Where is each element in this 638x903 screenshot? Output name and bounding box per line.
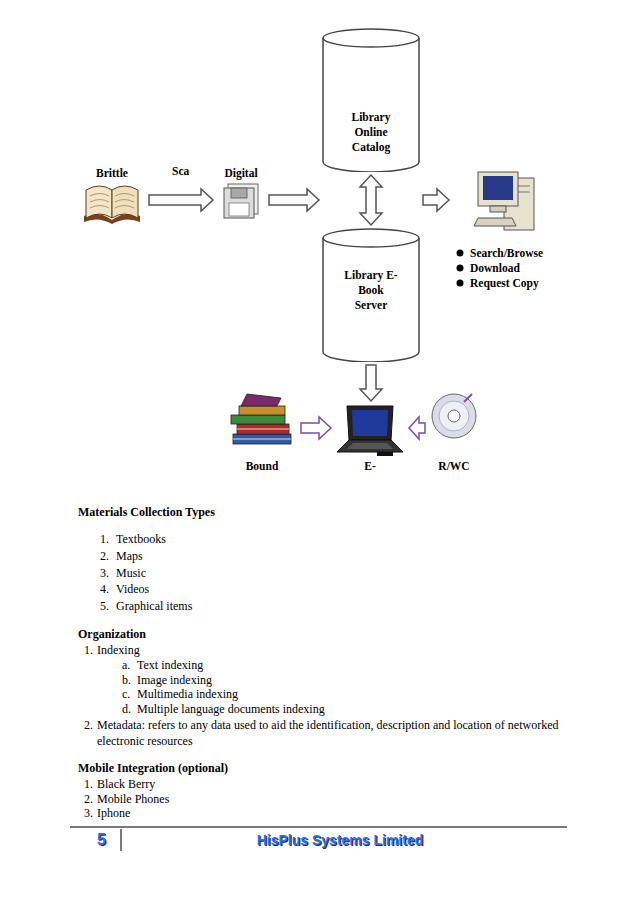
list-item: Multimedia indexing [137, 686, 238, 702]
node-text-group: E- [334, 404, 406, 474]
arrow-label: Sca [170, 164, 191, 178]
computer-icon: Search/BrowseDownloadRequest Copy [452, 170, 564, 296]
list-marker: 2. [100, 548, 109, 564]
list-item: Text indexing [137, 657, 203, 673]
list-item: Mobile Phones [97, 791, 169, 807]
node-label: Digital [216, 166, 266, 181]
bullet-item: Request Copy [470, 276, 564, 291]
node-text-group: Digital [216, 166, 266, 181]
block-arrow [423, 189, 449, 211]
list-item: Indexing [97, 642, 140, 658]
block-arrow [409, 417, 425, 439]
node-label: E- [334, 459, 406, 474]
block-arrow [360, 175, 382, 225]
list-item: Textbooks [116, 531, 166, 547]
footer-divider [120, 829, 122, 851]
footer-rule [70, 826, 567, 828]
database-cylinder: Library Online Catalog [322, 28, 420, 172]
database-cylinder: Library E-Book Server [322, 228, 420, 362]
list-item: Image indexing [137, 672, 212, 688]
list-item: Music [116, 565, 146, 581]
list-marker: 2. [84, 717, 93, 733]
block-arrow [269, 189, 319, 211]
list-marker: 5. [100, 598, 109, 614]
node-text-group: Library E-Book Server [342, 228, 400, 313]
node-label: R/WC [428, 459, 480, 474]
section-heading: Organization [78, 626, 146, 642]
list-marker: 1. [100, 531, 109, 547]
section-heading: Mobile Integration (optional) [78, 760, 228, 776]
node-label: Library Online Catalog [342, 110, 400, 155]
list-marker: b. [122, 672, 131, 688]
node-text-group: Library Online Catalog [342, 28, 400, 155]
list-marker: 3. [84, 805, 93, 821]
list-marker: 3. [100, 565, 109, 581]
list-item: Iphone [97, 805, 130, 821]
list-marker: 1. [84, 642, 93, 658]
bullet-item: Search/Browse [470, 246, 564, 261]
list-marker: 4. [100, 581, 109, 597]
list-item: Multiple language documents indexing [137, 701, 325, 717]
bound-books-icon: Bound [226, 390, 298, 478]
node-text-group: Brittle [78, 166, 146, 181]
block-arrow [301, 417, 331, 439]
brittle-book-icon: Brittle [78, 166, 146, 226]
list-marker: a. [122, 657, 130, 673]
footer-brand: HisPlus Systems Limited [220, 832, 460, 848]
node-label: Bound [226, 459, 298, 474]
laptop-icon: E- [334, 404, 406, 478]
node-text-group: Search/BrowseDownloadRequest Copy [452, 170, 564, 291]
list-item: Black Berry [97, 776, 155, 792]
list-item: Videos [116, 581, 149, 597]
list-marker: 2. [84, 791, 93, 807]
list-item: Maps [116, 548, 143, 564]
list-item: Metadata: refers to any data used to aid… [97, 717, 572, 749]
node-label: Brittle [78, 166, 146, 181]
page-number: 5 [97, 831, 106, 849]
list-marker: c. [122, 686, 130, 702]
list-marker: d. [122, 701, 131, 717]
list-marker: 1. [84, 776, 93, 792]
block-arrow [360, 365, 382, 401]
node-text-group: Bound [226, 390, 298, 474]
cd-icon: R/WC [428, 390, 480, 478]
node-label: Library E-Book Server [342, 268, 400, 313]
node-text-group: R/WC [428, 390, 480, 474]
section-heading: Materials Collection Types [78, 504, 215, 520]
block-arrow [149, 189, 213, 211]
list-item: Graphical items [116, 598, 192, 614]
bullet-item: Download [470, 261, 564, 276]
digital-disk-icon: Digital [216, 166, 266, 222]
